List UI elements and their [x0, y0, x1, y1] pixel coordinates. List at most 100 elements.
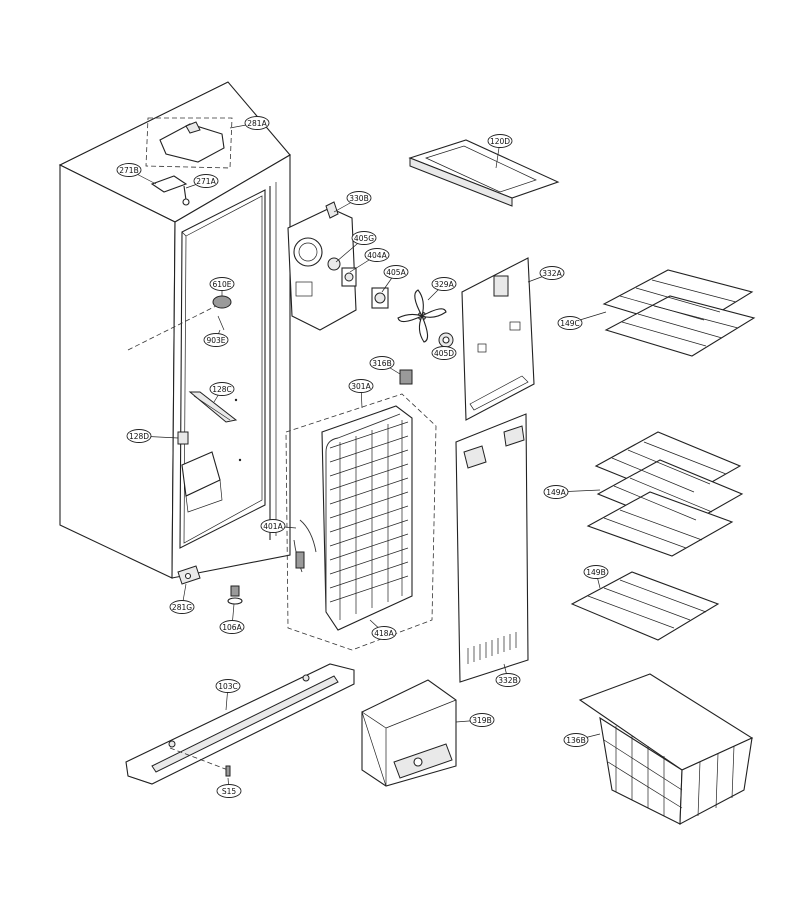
- part-label-271b: 271B: [116, 163, 157, 185]
- label-text: 610E: [212, 280, 231, 289]
- evaporator-cover-upper: [461, 257, 535, 421]
- wire-basket: [578, 673, 754, 825]
- part-label-149b: 149B: [583, 565, 609, 589]
- ice-chute: [361, 679, 457, 787]
- fan-motor: [341, 267, 357, 287]
- part-label-128d: 128D: [126, 429, 179, 443]
- part-label-103c: 103C: [215, 679, 241, 711]
- label-oval: [487, 134, 513, 148]
- label-oval: [543, 485, 569, 499]
- part-label-405d: 405D: [431, 346, 457, 360]
- label-oval: [219, 620, 245, 634]
- base-grille: [125, 663, 355, 785]
- part-label-405g: 405G: [335, 231, 377, 263]
- part-label-332a: 332A: [527, 266, 565, 283]
- screw: [225, 765, 231, 777]
- part-label-149c: 149C: [557, 311, 607, 330]
- part-label-903e: 903E: [203, 329, 229, 347]
- label-text: 103C: [218, 682, 238, 691]
- label-oval: [209, 277, 235, 291]
- label-oval: [244, 116, 270, 130]
- part-label-281a: 281A: [229, 116, 270, 130]
- label-text: 149A: [546, 488, 566, 497]
- label-oval: [193, 174, 219, 188]
- part-label-332b: 332B: [495, 663, 521, 687]
- part-label-401a: 401A: [260, 519, 297, 533]
- thermistor-block: [399, 369, 413, 385]
- part-label-s15: S15: [216, 777, 242, 798]
- part-label-405a: 405A: [381, 265, 409, 293]
- label-oval: [371, 626, 397, 640]
- part-label-301a: 301A: [348, 379, 374, 409]
- part-label-149a: 149A: [543, 485, 601, 499]
- fan-grommet: [438, 332, 454, 348]
- part-label-316b: 316B: [369, 356, 401, 375]
- label-text: 332B: [498, 676, 517, 685]
- label-text: 106A: [222, 623, 242, 632]
- label-oval: [260, 519, 286, 533]
- label-oval: [169, 600, 195, 614]
- motor-bracket: [371, 287, 389, 309]
- label-text: 271A: [196, 177, 216, 186]
- leveling-foot: [227, 585, 243, 605]
- part-label-271a: 271A: [185, 174, 219, 189]
- part-label-329a: 329A: [427, 277, 457, 301]
- top-hinge: [150, 175, 190, 206]
- label-text: 319B: [472, 716, 491, 725]
- label-text: 903E: [206, 336, 225, 345]
- wire-shelf-middle-set: [586, 431, 744, 557]
- part-label-128c: 128C: [209, 382, 235, 403]
- label-text: 149C: [560, 319, 580, 328]
- label-oval: [126, 429, 152, 443]
- label-text: 405A: [386, 268, 406, 277]
- label-text: 418A: [374, 629, 394, 638]
- part-label-418a: 418A: [369, 619, 397, 640]
- label-text: 401A: [263, 522, 283, 531]
- label-text: 281A: [247, 119, 267, 128]
- label-text: 128D: [129, 432, 149, 441]
- label-oval: [431, 346, 457, 360]
- label-oval: [383, 265, 409, 279]
- label-text: 281G: [172, 603, 192, 612]
- cabinet-rail: [188, 391, 238, 423]
- label-oval: [469, 713, 495, 727]
- part-label-610e: 610E: [209, 277, 235, 296]
- label-text: 332A: [542, 269, 562, 278]
- label-oval: [346, 191, 372, 205]
- refrigerator-cabinet: [58, 81, 291, 585]
- wire-shelf-lower: [570, 571, 720, 641]
- label-oval: [116, 163, 142, 177]
- label-oval: [539, 266, 565, 280]
- wire-shelf-upper-pair: [602, 269, 756, 357]
- evaporator-assembly: [285, 393, 437, 651]
- part-label-330b: 330B: [333, 191, 372, 213]
- label-text: 301A: [351, 382, 371, 391]
- top-duct: [408, 139, 560, 207]
- part-label-319b: 319B: [455, 713, 495, 727]
- fan-blade: [397, 289, 447, 343]
- cabinet-clip: [177, 431, 189, 445]
- label-text: 404A: [367, 251, 387, 260]
- label-oval: [557, 316, 583, 330]
- label-text: 329A: [434, 280, 454, 289]
- top-hinge-cover: [145, 117, 233, 169]
- label-text: 128C: [212, 385, 232, 394]
- label-oval: [215, 679, 241, 693]
- label-oval: [351, 231, 377, 245]
- label-text: 316B: [372, 359, 391, 368]
- fan-shroud: [287, 201, 357, 331]
- label-oval: [369, 356, 395, 370]
- sensor-harness: [293, 519, 317, 573]
- evaporator-cover-lower: [455, 413, 529, 683]
- label-oval: [216, 784, 242, 798]
- part-label-120d: 120D: [487, 134, 513, 169]
- part-label-281g: 281G: [169, 583, 195, 614]
- part-label-106a: 106A: [219, 603, 245, 634]
- label-text: 271B: [119, 166, 138, 175]
- label-text: 120D: [490, 137, 510, 146]
- label-text: 149B: [586, 568, 605, 577]
- label-text: S15: [222, 787, 237, 796]
- label-oval: [364, 248, 390, 262]
